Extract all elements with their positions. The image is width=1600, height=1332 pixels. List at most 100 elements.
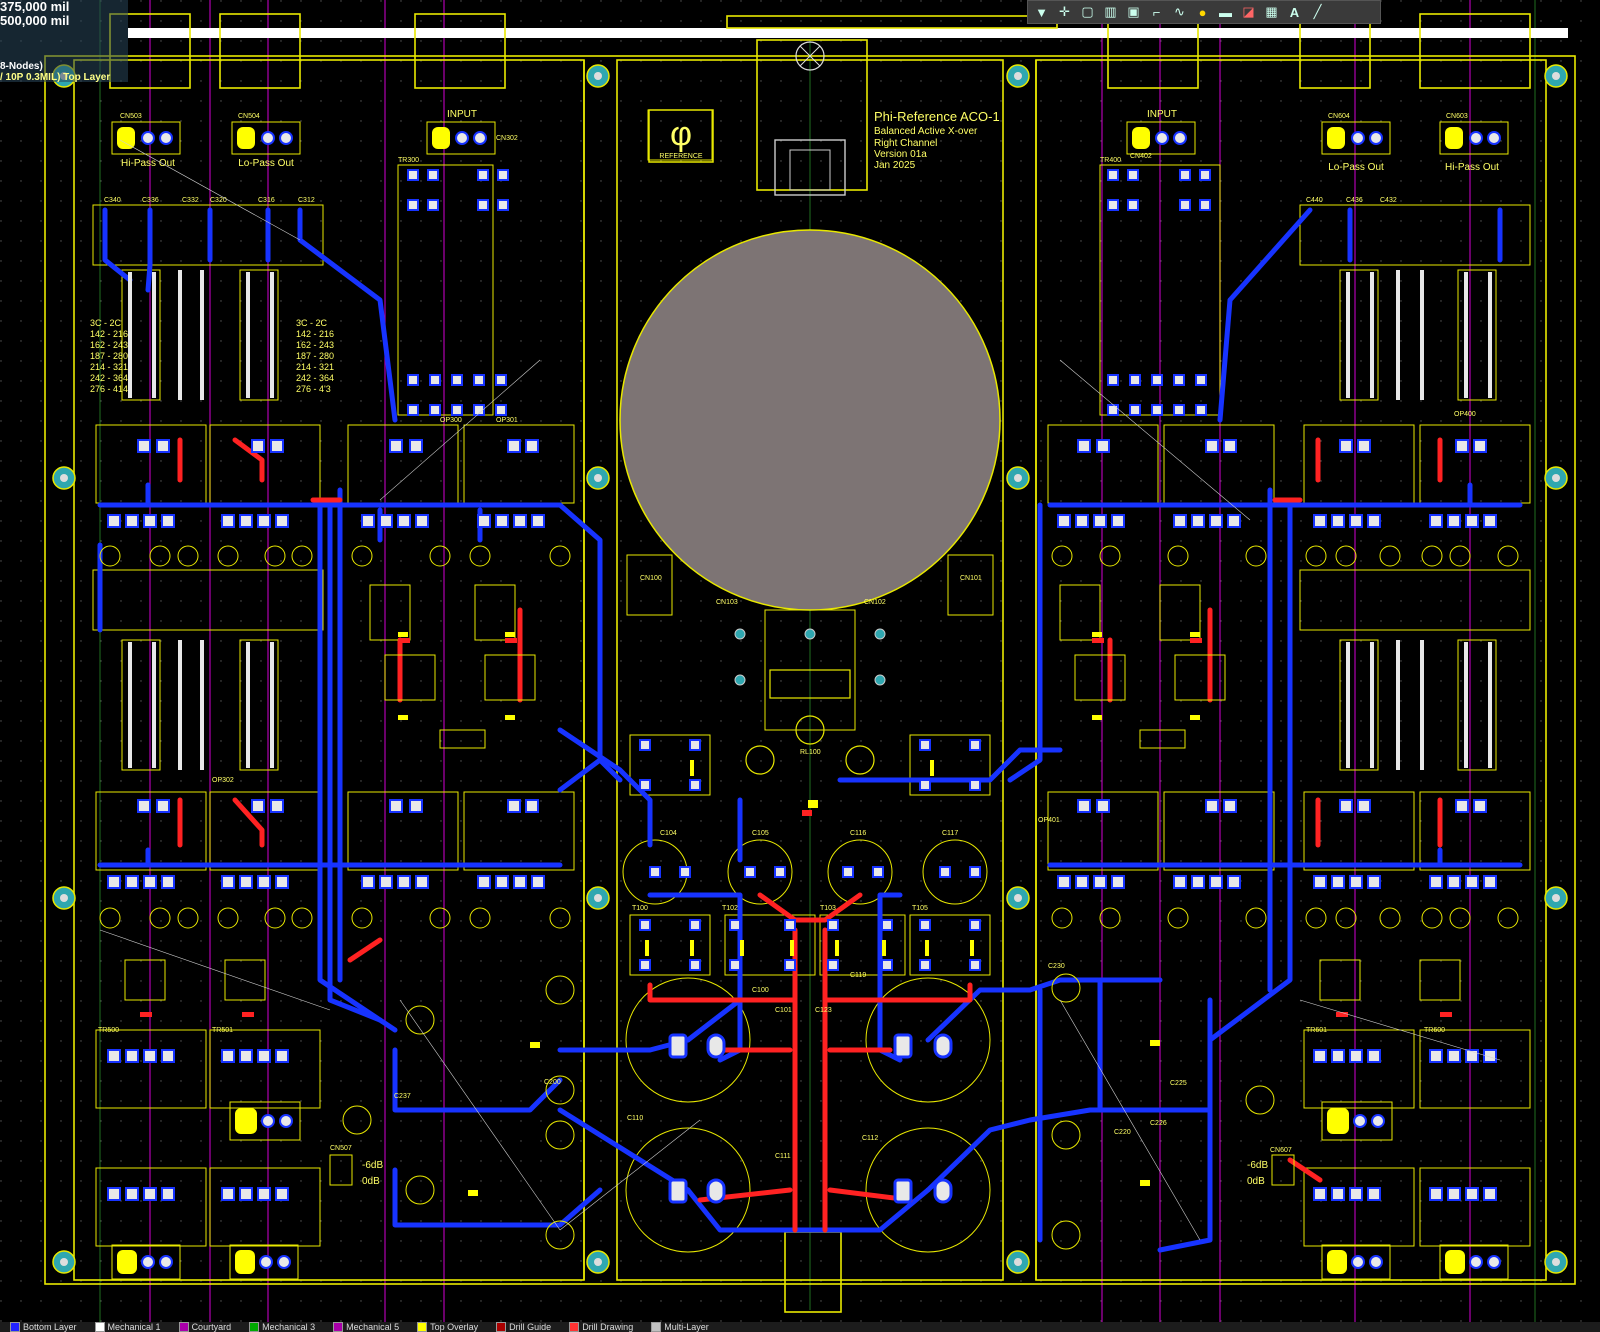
svg-text:C104: C104 [660, 830, 677, 837]
svg-text:C111: C111 [775, 1153, 791, 1160]
component-outlines-left [92, 164, 575, 1247]
svg-text:C119: C119 [850, 972, 866, 979]
svg-text:C110: C110 [627, 1115, 643, 1122]
svg-text:C112: C112 [862, 1135, 878, 1142]
chart-icon[interactable]: ▦ [1265, 4, 1278, 19]
svg-text:C123: C123 [815, 1007, 832, 1014]
svg-text:C432: C432 [1380, 197, 1397, 204]
svg-text:RL100: RL100 [800, 749, 821, 756]
svg-text:C225: C225 [1170, 1080, 1187, 1087]
svg-text:CN504: CN504 [238, 113, 260, 120]
connector-pads-yellow [117, 127, 1465, 1274]
connector-pins [141, 131, 1501, 1269]
attn-left-0db: 0dB [362, 1176, 380, 1187]
layer-swatch [249, 1322, 260, 1332]
layer-tab-mech5[interactable]: Mechanical 5 [333, 1322, 399, 1332]
svg-text:C332: C332 [182, 197, 199, 204]
svg-text:CN503: CN503 [120, 113, 142, 120]
layer-readout: / 10P 0.3MIL) Top Layer [0, 72, 111, 83]
board-channel: Right Channel [874, 138, 937, 149]
svg-text:C116: C116 [850, 830, 866, 837]
curve-icon[interactable]: ∿ [1174, 4, 1185, 19]
label-input-left: INPUT [447, 109, 477, 120]
svg-text:TR500: TR500 [98, 1027, 119, 1034]
label-input-right: INPUT [1147, 109, 1177, 120]
board-version: Version 01a [874, 149, 927, 160]
board-title: Phi-Reference ACO-1 [874, 109, 1000, 124]
box-icon[interactable]: ◪ [1242, 4, 1255, 19]
svg-text:276 - 414: 276 - 414 [90, 384, 128, 394]
layer-tab-top-overlay[interactable]: Top Overlay [417, 1322, 478, 1332]
svg-text:162 - 243: 162 - 243 [296, 340, 334, 350]
label-left-lp: Lo-Pass Out [238, 158, 294, 169]
svg-text:C101: C101 [775, 1007, 792, 1014]
ratsnest-lines [99, 139, 1501, 1241]
svg-text:C316: C316 [258, 197, 275, 204]
route-icon[interactable]: ⌐ [1152, 4, 1161, 20]
layer-tab-drill-drawing[interactable]: Drill Drawing [569, 1322, 633, 1332]
svg-text:242 - 364: 242 - 364 [296, 373, 334, 383]
svg-text:CN102: CN102 [864, 599, 886, 606]
svg-text:OP401: OP401 [1038, 817, 1060, 824]
layer-tab-mech1[interactable]: Mechanical 1 [94, 1322, 161, 1332]
svg-text:3C - 2C: 3C - 2C [296, 318, 328, 328]
filter-icon[interactable]: ▼ [1035, 4, 1048, 20]
bar-chart-icon[interactable]: ▥ [1104, 4, 1117, 19]
pad-icon[interactable]: ▬ [1219, 4, 1232, 20]
layer-tab-drill-guide[interactable]: Drill Guide [496, 1322, 551, 1332]
layer-swatch [496, 1322, 507, 1332]
pin-icon[interactable]: ● [1198, 4, 1207, 20]
svg-text:TR400: TR400 [1100, 157, 1121, 164]
layer-tabs-bar: Bottom Layer Mechanical 1 Courtyard Mech… [0, 1322, 1600, 1332]
svg-text:OP400: OP400 [1454, 411, 1476, 418]
red-smd-pads [140, 638, 1452, 1017]
layer-swatch [94, 1322, 105, 1332]
svg-text:187 - 280: 187 - 280 [296, 351, 334, 361]
svg-text:C312: C312 [298, 197, 315, 204]
svg-text:C320: C320 [210, 197, 227, 204]
chip-icon[interactable]: ▣ [1127, 4, 1140, 19]
svg-text:CN101: CN101 [960, 575, 982, 582]
svg-text:CN603: CN603 [1446, 113, 1468, 120]
svg-text:CN100: CN100 [640, 575, 662, 582]
svg-text:C117: C117 [942, 830, 958, 837]
svg-text:OP300: OP300 [440, 417, 462, 424]
board-date: Jan 2025 [874, 160, 916, 171]
layer-swatch [333, 1322, 344, 1332]
layer-tab-multi-layer[interactable]: Multi-Layer [651, 1322, 709, 1332]
rect-select-icon[interactable]: ▢ [1081, 4, 1094, 19]
svg-text:T100: T100 [632, 905, 648, 912]
svg-text:φ: φ [670, 115, 692, 153]
svg-text:TR300: TR300 [398, 157, 419, 164]
line-icon[interactable]: ╱ [1313, 4, 1322, 19]
coord-x: 375,000 mil [0, 0, 70, 14]
cross-icon[interactable]: ✛ [1059, 4, 1070, 19]
layer-tab-courtyard[interactable]: Courtyard [178, 1322, 231, 1332]
board-top-strip [128, 28, 1568, 38]
layer-tab-bottom[interactable]: Bottom Layer [10, 1322, 77, 1332]
svg-text:OP302: OP302 [212, 777, 234, 784]
svg-text:T103: T103 [820, 905, 836, 912]
text-icon[interactable]: A [1289, 4, 1300, 20]
layer-swatch [417, 1322, 428, 1332]
board-subtitle: Balanced Active X-over [874, 126, 978, 137]
svg-text:C226: C226 [1150, 1120, 1167, 1127]
layer-swatch [178, 1322, 189, 1332]
designator-labels: CN503 CN504 CN302 CN402 CN604 CN603 TR30… [98, 113, 1476, 1160]
svg-text:C220: C220 [1114, 1129, 1131, 1136]
label-left-hp: Hi-Pass Out [121, 158, 175, 169]
fiducial-icon [795, 41, 825, 71]
layer-tab-mech3[interactable]: Mechanical 3 [249, 1322, 315, 1332]
svg-text:CN507: CN507 [330, 1145, 352, 1152]
svg-text:CN302: CN302 [496, 135, 518, 142]
resistor-array-pads [128, 270, 1492, 770]
svg-text:242 - 364: 242 - 364 [90, 373, 128, 383]
svg-text:CN607: CN607 [1270, 1147, 1292, 1154]
svg-text:CN402: CN402 [1130, 153, 1152, 160]
power-section-outlines [622, 554, 994, 1253]
svg-text:CN604: CN604 [1328, 113, 1350, 120]
label-right-hp: Hi-Pass Out [1445, 162, 1499, 173]
svg-text:C230: C230 [1048, 963, 1065, 970]
svg-text:T102: T102 [722, 905, 738, 912]
